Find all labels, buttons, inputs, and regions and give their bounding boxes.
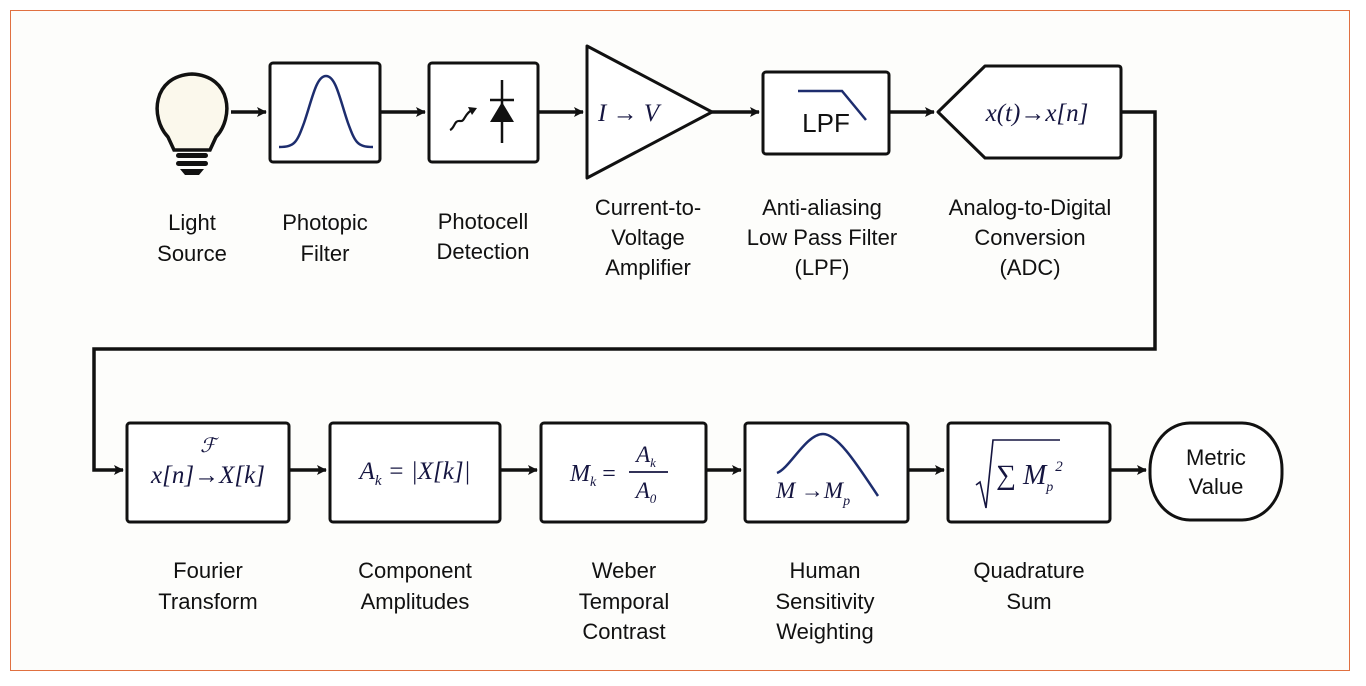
label-adc-1: Analog-to-Digital <box>949 195 1112 220</box>
weber-lhs: Mk = <box>569 461 616 490</box>
lightbulb-icon <box>155 72 229 175</box>
lpf-block: LPF <box>761 70 891 156</box>
label-weber-3: Contrast <box>582 619 665 644</box>
weber-numerator: Ak <box>634 442 656 470</box>
label-weber-1: Weber <box>592 558 656 583</box>
photodiode-icon <box>449 80 514 143</box>
quadrature-formula: ∑ Mp2 <box>996 459 1063 495</box>
fourier-transform-block: ℱ x[n]→X[k] <box>125 421 291 524</box>
connector-adc-to-fourier <box>92 110 1157 475</box>
label-amplifier-1: Current-to- <box>595 195 701 220</box>
label-amplitudes-2: Amplitudes <box>361 589 470 614</box>
amplitude-formula: Ak = |X[k]| <box>358 458 471 489</box>
label-fourier-1: Fourier <box>173 558 243 583</box>
fourier-formula: x[n]→X[k] <box>150 462 265 489</box>
amplifier-formula: I → V <box>597 100 662 127</box>
label-sensitivity-1: Human <box>790 558 861 583</box>
component-amplitudes-block: Ak = |X[k]| <box>328 421 502 524</box>
label-amplifier-2: Voltage <box>611 225 684 250</box>
adc-formula: x(t)→x[n] <box>985 100 1089 127</box>
label-light-source-1: Light <box>168 210 216 235</box>
label-amplifier-3: Amplifier <box>605 255 691 280</box>
photopic-filter-block <box>268 61 382 164</box>
label-photocell-2: Detection <box>437 239 530 264</box>
human-sensitivity-block: M →Mp <box>743 421 910 524</box>
quadrature-sum-block: ∑ Mp2 <box>946 421 1112 524</box>
label-lpf-2: Low Pass Filter <box>747 225 897 250</box>
label-quadrature-1: Quadrature <box>973 558 1084 583</box>
square-root-icon <box>975 439 1060 509</box>
lpf-text: LPF <box>802 108 850 138</box>
label-adc-2: Conversion <box>974 225 1085 250</box>
label-photopic-1: Photopic <box>282 210 368 235</box>
fourier-operator-symbol: ℱ <box>200 435 219 457</box>
label-adc-3: (ADC) <box>999 255 1060 280</box>
label-sensitivity-2: Sensitivity <box>775 589 874 614</box>
bell-curve-icon <box>278 74 374 149</box>
label-fourier-2: Transform <box>158 589 257 614</box>
label-quadrature-2: Sum <box>1006 589 1051 614</box>
metric-value-line2: Value <box>1189 474 1244 499</box>
weber-denominator: A0 <box>634 478 657 506</box>
sensitivity-curve-icon <box>776 432 880 497</box>
label-photopic-2: Filter <box>301 241 350 266</box>
metric-value-line1: Metric <box>1186 445 1246 470</box>
label-sensitivity-3: Weighting <box>776 619 873 644</box>
sensitivity-formula: M →Mp <box>775 478 850 509</box>
lowpass-response-icon <box>798 89 867 121</box>
label-lpf-3: (LPF) <box>795 255 850 280</box>
label-amplitudes-1: Component <box>358 558 472 583</box>
label-photocell-1: Photocell <box>438 209 529 234</box>
weber-contrast-block: Mk = Ak A0 <box>539 421 708 524</box>
label-lpf-1: Anti-aliasing <box>762 195 882 220</box>
metric-value-terminal: Metric Value <box>1148 421 1284 522</box>
top-row-labels: Light Source Photopic Filter Photocell D… <box>157 195 1111 280</box>
amplifier-block: I → V <box>585 44 714 180</box>
photocell-detection-block <box>427 61 540 164</box>
bottom-row-labels: Fourier Transform Component Amplitudes W… <box>158 558 1084 644</box>
adc-block: x(t)→x[n] <box>936 64 1123 160</box>
label-light-source-2: Source <box>157 241 227 266</box>
label-weber-2: Temporal <box>579 589 669 614</box>
